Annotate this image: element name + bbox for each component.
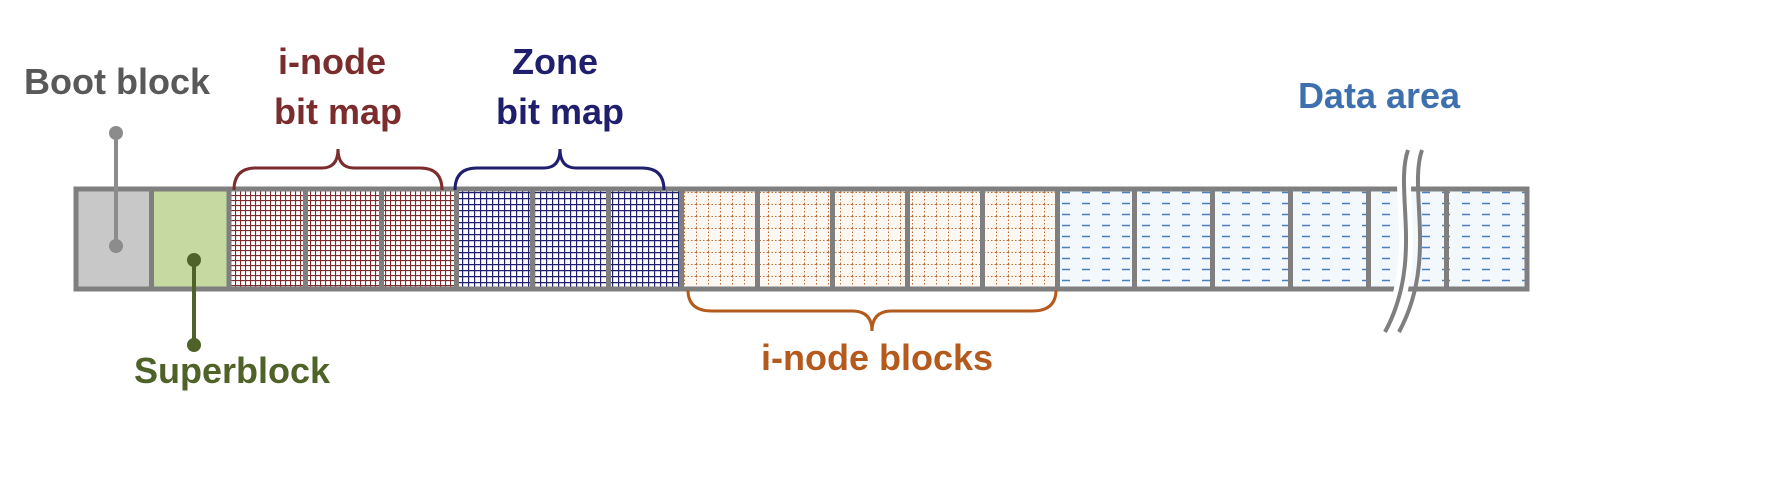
zone-bitmap-label-line2: bit map <box>496 91 624 132</box>
inode-bitmap-block-3 <box>383 191 455 288</box>
data-block-3 <box>1214 191 1289 288</box>
block-frame <box>73 186 1530 292</box>
zone-bitmap-block-2 <box>534 191 607 288</box>
data-block-4 <box>1292 191 1367 288</box>
data-block-1 <box>1059 191 1133 288</box>
data-block-2 <box>1136 191 1211 288</box>
inode-bitmap-brace <box>232 148 444 191</box>
data-block-6 <box>1448 191 1526 288</box>
zone-bitmap-brace <box>453 148 666 191</box>
inode-bitmap-label-line1: i-node <box>278 41 386 82</box>
inode-block-1 <box>683 191 756 288</box>
zone-bitmap-block-1 <box>458 191 531 288</box>
superblock <box>153 191 227 288</box>
inode-blocks-brace <box>686 289 1058 332</box>
data-area-label: Data area <box>1298 75 1461 116</box>
boot-block-pointer <box>109 126 123 253</box>
inode-bitmap-label-line2: bit map <box>274 91 402 132</box>
inode-block-5 <box>984 191 1056 288</box>
inode-bitmap-block-1 <box>231 191 304 288</box>
inode-block-3 <box>834 191 906 288</box>
zone-bitmap-block-3 <box>610 191 680 288</box>
inode-blocks-label: i-node blocks <box>761 337 993 378</box>
superblock-label: Superblock <box>134 350 331 391</box>
inode-block-2 <box>759 191 831 288</box>
zone-bitmap-label-line1: Zone <box>512 41 598 82</box>
boot-block-label: Boot block <box>24 61 211 102</box>
superblock-pointer <box>187 253 201 352</box>
break-marks <box>1378 147 1424 336</box>
inode-block-4 <box>909 191 981 288</box>
inode-bitmap-block-2 <box>307 191 380 288</box>
